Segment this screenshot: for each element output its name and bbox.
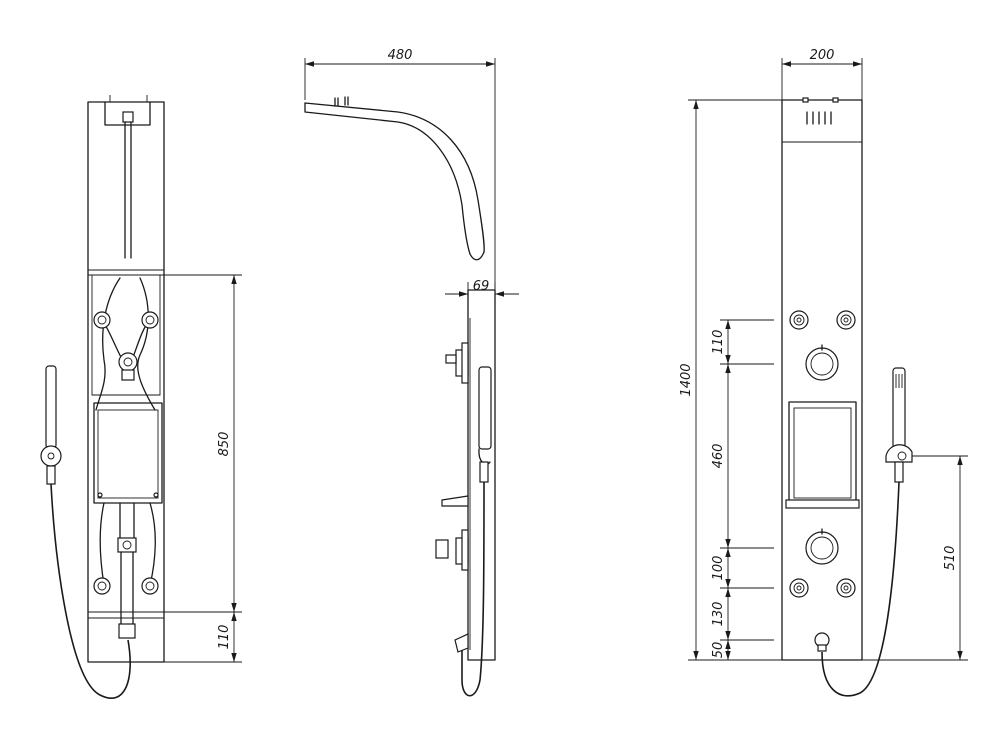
side-hose xyxy=(461,481,485,697)
dim-850-label: 850 xyxy=(217,432,232,457)
back-hand-shower-icon xyxy=(40,365,62,485)
front-jet-bottom-right-icon xyxy=(836,578,856,598)
front-jet-top-right-icon xyxy=(836,310,856,330)
front-rain-nozzles-icon xyxy=(802,97,839,125)
back-hose xyxy=(50,483,131,699)
dim-100-label: 100 xyxy=(711,556,726,581)
front-knob-lower-icon xyxy=(805,528,839,565)
back-valve-upper-icon xyxy=(118,352,138,381)
side-hand-shower-icon xyxy=(478,366,492,483)
back-jet-top-right-icon xyxy=(141,311,159,329)
back-valve-lower-icon xyxy=(117,537,137,553)
front-jet-top-left-icon xyxy=(789,310,809,330)
dim-510: 510 xyxy=(862,455,968,661)
dim-69: 69 xyxy=(445,279,519,300)
dim-480: 480 xyxy=(304,48,496,290)
side-knob-upper-icon xyxy=(445,342,469,384)
side-shelf xyxy=(441,495,469,507)
dim-110-front-label: 110 xyxy=(711,330,726,355)
dim-100: 100 xyxy=(711,548,731,588)
dim-1400: 1400 xyxy=(679,99,782,661)
dim-50-label: 50 xyxy=(711,642,726,659)
back-panel-outline xyxy=(87,101,165,663)
dim-850: 850 xyxy=(164,274,242,613)
dim-110-back-label: 110 xyxy=(217,625,232,650)
dim-510-label: 510 xyxy=(943,546,958,571)
dim-69-label: 69 xyxy=(473,279,490,294)
side-knob-lower-icon xyxy=(435,529,469,571)
back-jet-top-left-icon xyxy=(93,311,111,329)
side-view: 480 69 xyxy=(304,48,519,697)
back-view: 850 110 xyxy=(40,95,242,699)
front-hose-outlet-icon xyxy=(814,632,830,652)
side-shower-arm xyxy=(304,102,485,253)
dim-130-label: 130 xyxy=(711,602,726,627)
dim-130: 130 xyxy=(711,588,731,640)
front-shelf-box xyxy=(785,401,860,509)
back-shelf-box xyxy=(93,402,163,504)
back-jet-bottom-right-icon xyxy=(141,577,159,595)
dim-110-front: 110 xyxy=(711,320,731,364)
dim-50: 50 xyxy=(711,640,731,660)
dim-200: 200 xyxy=(781,48,863,100)
dim-460-label: 460 xyxy=(711,444,726,469)
front-hose xyxy=(821,481,900,697)
back-jet-bottom-left-icon xyxy=(93,577,111,595)
dim-480-label: 480 xyxy=(388,48,413,63)
front-hand-shower-icon xyxy=(885,367,913,483)
front-knob-upper-icon xyxy=(805,344,839,381)
dim-1400-label: 1400 xyxy=(679,363,694,396)
front-view: 200 1400 110 460 100 xyxy=(679,48,968,697)
dim-460: 460 xyxy=(711,364,731,548)
front-jet-bottom-left-icon xyxy=(789,578,809,598)
dim-110-back: 110 xyxy=(164,612,242,663)
dim-200-label: 200 xyxy=(810,48,835,63)
